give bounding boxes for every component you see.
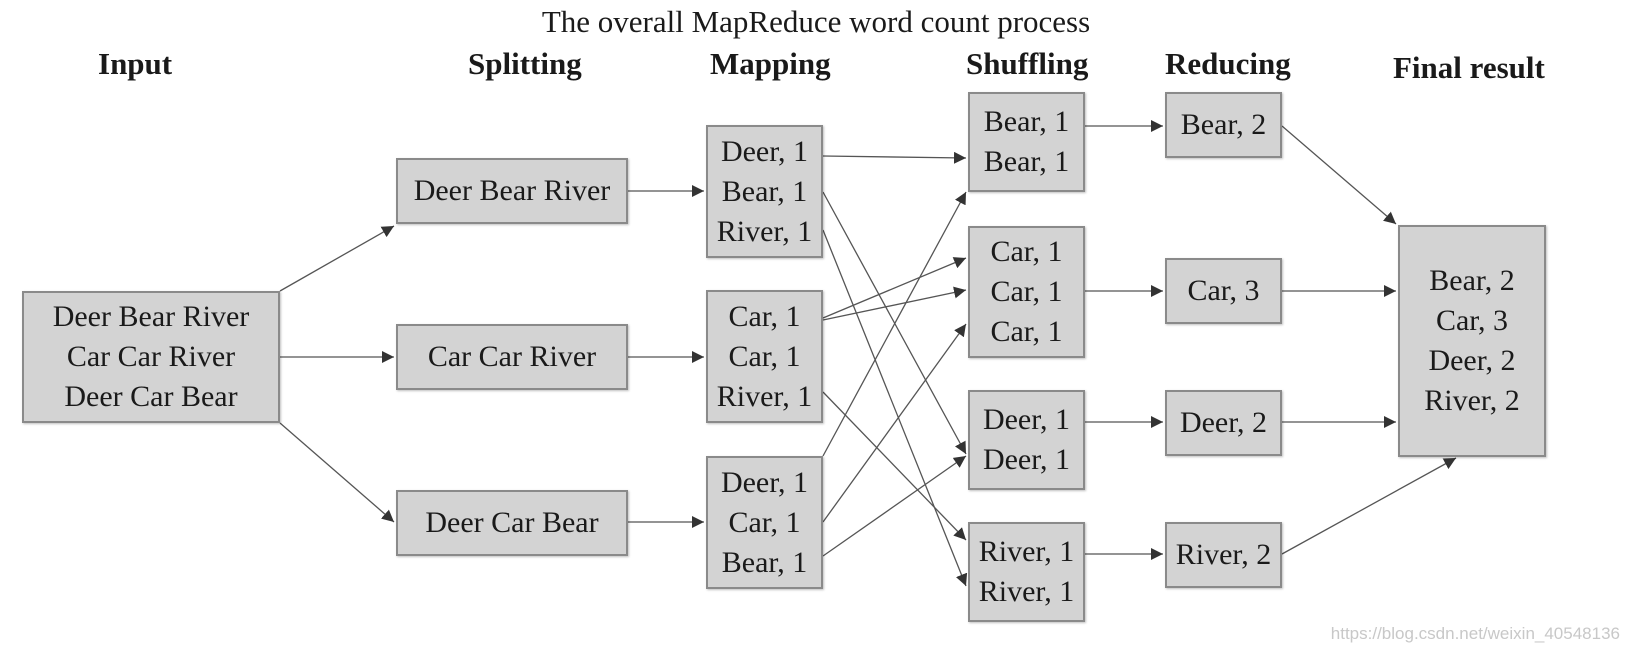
final-pair: Deer, 2 [1428,344,1516,377]
reduce-box-4: River, 2 [1165,522,1282,588]
header-final-result: Final result [1393,50,1545,85]
arrow-map2-car-a [822,257,967,319]
final-pair: Bear, 2 [1429,264,1515,297]
shuffle-pair: River, 1 [978,535,1075,568]
map-box-3: Deer, 1 Car, 1 Bear, 1 [706,456,823,589]
split-text: Car Car River [427,340,597,373]
map-pair: River, 1 [716,214,813,248]
final-result-box: Bear, 2 Car, 3 Deer, 2 River, 2 [1398,225,1546,457]
header-shuffling: Shuffling [966,46,1089,81]
arrow-map1-river [822,229,968,587]
shuffle-pair: Deer, 1 [982,443,1071,476]
split-box-2: Car Car River [396,324,628,390]
map-pair: River, 1 [716,379,813,413]
map-pair: Deer, 1 [720,134,809,168]
arrow-map2-river [822,391,967,541]
arrow-reduce-final-4 [1281,457,1457,555]
shuffle-pair: Bear, 1 [983,145,1070,178]
final-pair: River, 2 [1424,384,1520,417]
map-pair: Car, 1 [728,299,801,333]
map-pair: Car, 1 [728,339,801,373]
split-text: Deer Bear River [413,174,611,207]
split-box-3: Deer Car Bear [396,490,628,556]
reduce-pair: River, 2 [1175,538,1272,571]
shuffle-box-2: Car, 1 Car, 1 Car, 1 [968,226,1085,358]
shuffle-pair: Bear, 1 [983,105,1070,138]
reduce-pair: Deer, 2 [1179,406,1268,439]
map-box-1: Deer, 1 Bear, 1 River, 1 [706,125,823,258]
shuffle-box-4: River, 1 River, 1 [968,522,1085,622]
reduce-box-2: Car, 3 [1165,258,1282,324]
arrow-map2-car-b [822,286,967,321]
arrow-input-split-1 [279,225,395,292]
shuffle-pair: Car, 1 [990,235,1063,268]
header-input: Input [98,46,173,81]
shuffle-pair: Car, 1 [990,275,1063,308]
shuffle-pair: Car, 1 [990,315,1063,348]
map-box-2: Car, 1 Car, 1 River, 1 [706,290,823,423]
header-reducing: Reducing [1165,46,1291,81]
shuffle-box-3: Deer, 1 Deer, 1 [968,390,1085,490]
arrow-map1-deer [822,151,967,164]
reduce-pair: Bear, 2 [1180,108,1267,141]
shuffle-box-1: Bear, 1 Bear, 1 [968,92,1085,192]
arrow-map3-deer-up [822,191,967,457]
reduce-pair: Car, 3 [1187,274,1260,307]
shuffle-pair: River, 1 [978,575,1075,608]
map-pair: Bear, 1 [721,174,808,208]
shuffle-pair: Deer, 1 [982,403,1071,436]
arrow-reduce-final-1 [1281,125,1397,225]
input-box-line: Deer Car Bear [64,380,238,413]
split-box-1: Deer Bear River [396,158,628,224]
header-mapping: Mapping [710,46,831,81]
reduce-box-3: Deer, 2 [1165,390,1282,456]
input-box-line: Car Car River [66,340,236,373]
watermark: https://blog.csdn.net/weixin_40548136 [1330,624,1620,643]
reduce-box-1: Bear, 2 [1165,92,1282,158]
arrow-input-split-3 [279,422,395,523]
map-pair: Bear, 1 [721,545,808,579]
split-text: Deer Car Bear [425,506,599,539]
arrow-map3-bear [822,455,967,557]
input-box-line: Deer Bear River [52,300,250,333]
final-pair: Car, 3 [1435,304,1509,337]
header-splitting: Splitting [468,46,582,81]
arrow-map3-car [822,323,967,523]
map-pair: Deer, 1 [720,465,809,499]
map-pair: Car, 1 [728,505,801,539]
diagram-title: The overall MapReduce word count process [541,4,1091,39]
